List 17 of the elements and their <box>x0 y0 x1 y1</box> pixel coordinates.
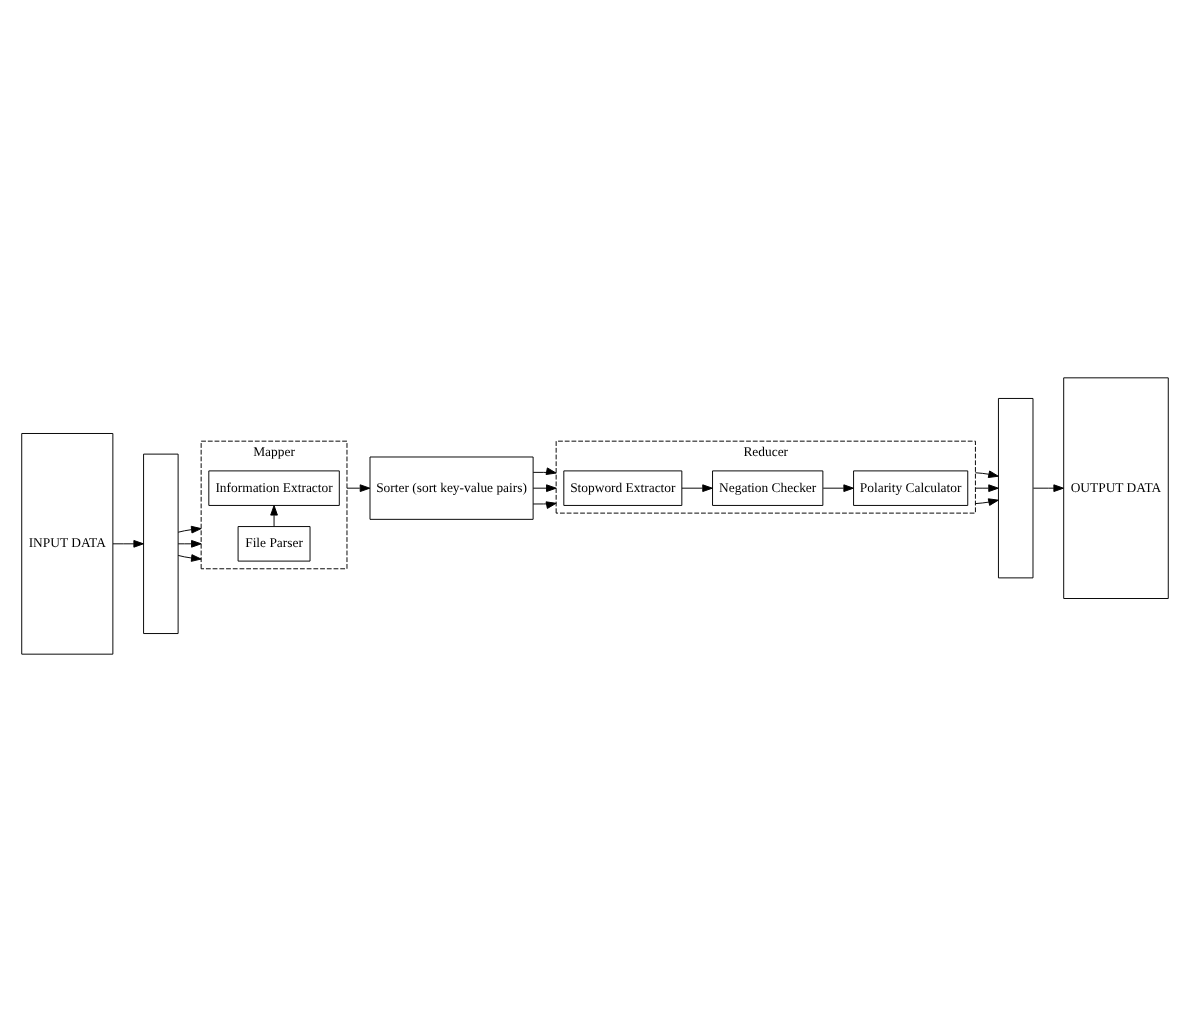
node-box <box>143 452 179 633</box>
arrow <box>346 483 371 491</box>
node-box <box>997 397 1034 578</box>
arrow <box>1032 483 1064 491</box>
arrow <box>974 483 999 491</box>
arrow <box>532 466 557 474</box>
arrow <box>532 500 557 508</box>
arrow <box>177 524 202 533</box>
arrow <box>822 483 854 491</box>
arrow <box>532 483 557 491</box>
arrow <box>177 539 202 547</box>
arrow <box>270 504 278 526</box>
arrow <box>974 497 999 505</box>
arrow <box>974 469 999 478</box>
arrow <box>112 539 144 547</box>
arrow <box>681 483 713 491</box>
arrow <box>177 553 202 561</box>
